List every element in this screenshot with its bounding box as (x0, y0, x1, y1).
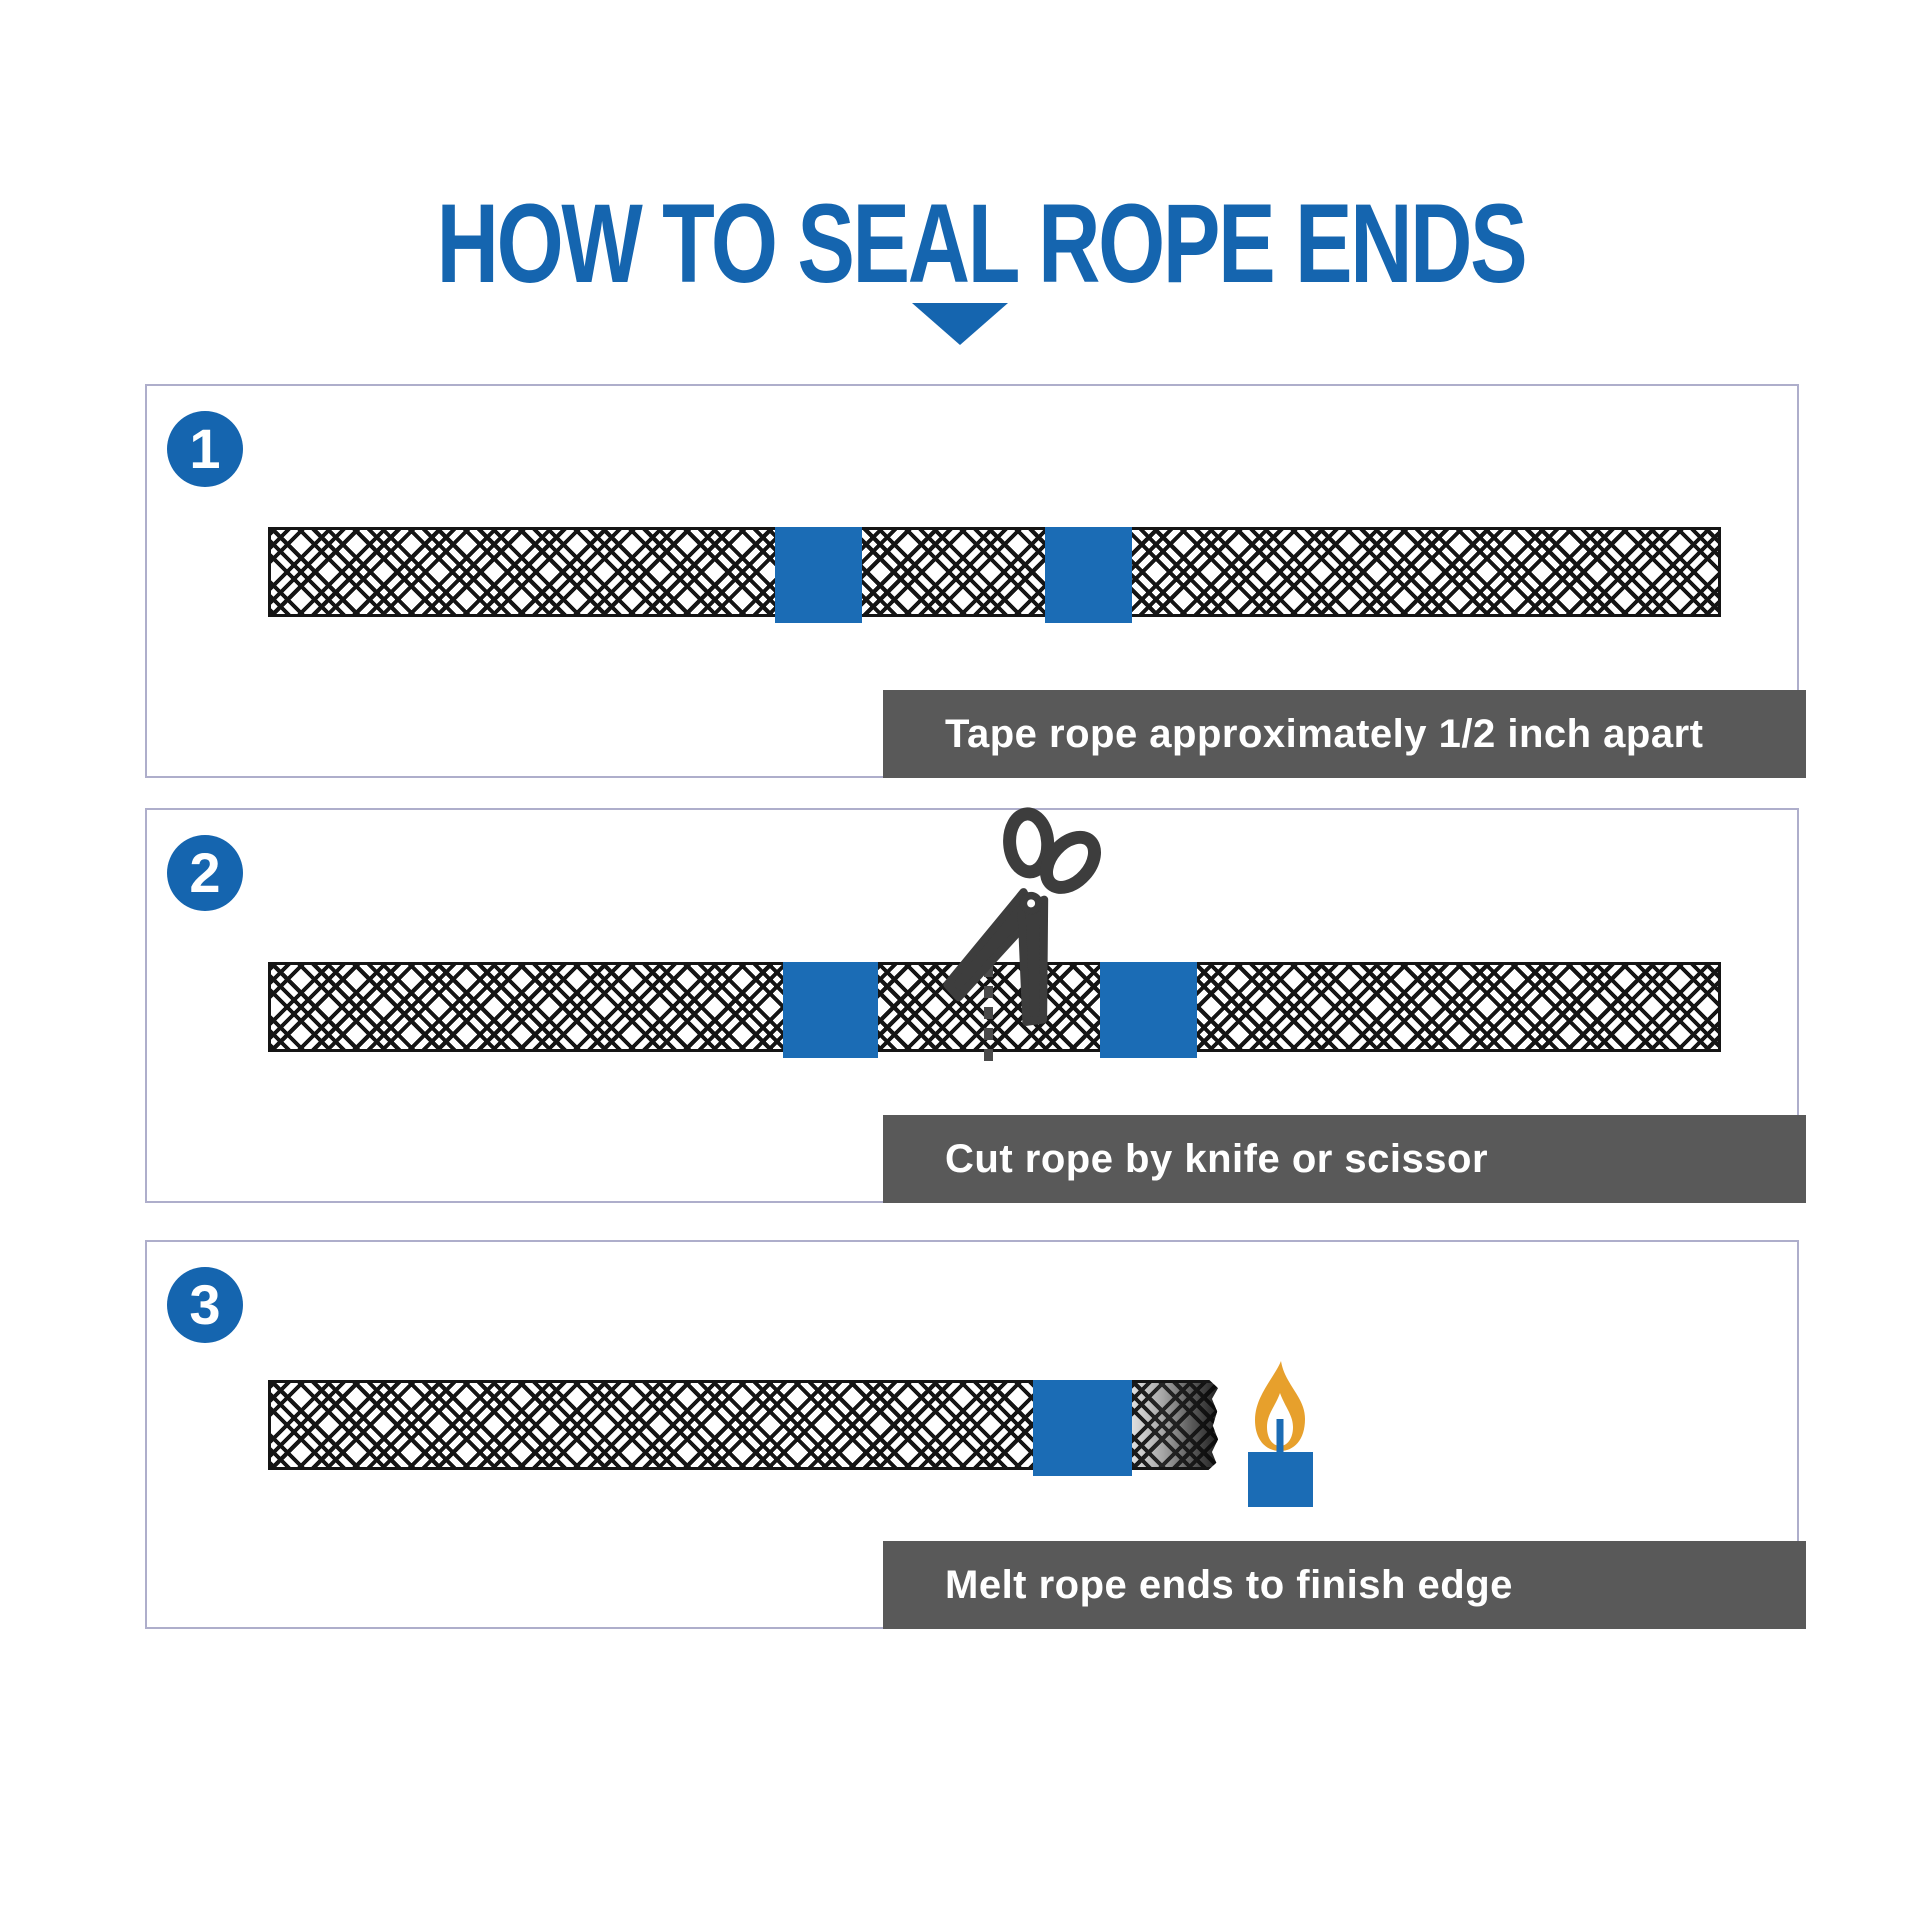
step-2-tape-mark-left (783, 962, 878, 1058)
step-2-caption-bar: Cut rope by knife or scissor (883, 1115, 1806, 1203)
melted-rope-end (1132, 1380, 1218, 1470)
step-3-number-badge: 3 (167, 1267, 243, 1343)
step-1-tape-mark-right (1045, 527, 1132, 623)
step-2-number-badge: 2 (167, 835, 243, 911)
page-title: HOW TO SEAL ROPE ENDS (349, 188, 1612, 300)
scissors-icon (943, 807, 1102, 1026)
step-1-caption-bar: Tape rope approximately 1/2 inch apart (883, 690, 1806, 778)
page-title-text: HOW TO SEAL ROPE ENDS (436, 181, 1527, 306)
step-3-tape-mark (1033, 1380, 1132, 1476)
step-3-caption-bar: Melt rope ends to finish edge (883, 1541, 1806, 1629)
step-1-number: 1 (189, 417, 221, 480)
step-3-number: 3 (189, 1273, 221, 1336)
wick (1276, 1419, 1284, 1452)
down-arrow-icon (912, 303, 1008, 345)
step-2-number: 2 (189, 841, 221, 904)
step-3-rope (268, 1380, 1132, 1476)
step-2-rope (268, 962, 1721, 1058)
lighter-icon (1248, 1452, 1313, 1507)
step-1-number-badge: 1 (167, 411, 243, 487)
step-2-caption: Cut rope by knife or scissor (945, 1137, 1489, 1181)
step-1-caption: Tape rope approximately 1/2 inch apart (945, 712, 1704, 756)
step-1-tape-mark-left (775, 527, 862, 623)
cut-dashed-line (984, 944, 993, 1066)
step-1-rope (268, 527, 1721, 623)
step-3-caption: Melt rope ends to finish edge (945, 1563, 1513, 1607)
flame-lighter-icon (1248, 1361, 1313, 1507)
step-2-tape-mark-right (1100, 962, 1197, 1058)
